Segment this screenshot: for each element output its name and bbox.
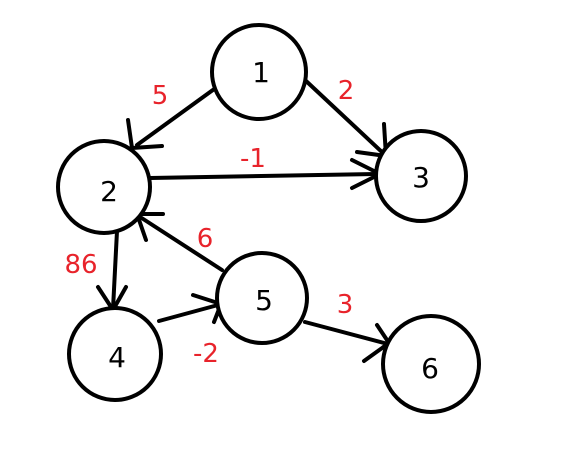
node-3-label: 3 <box>412 161 430 194</box>
edge-1-3 <box>303 78 385 155</box>
node-3-circle <box>374 129 468 223</box>
node-4-label: 4 <box>108 341 126 374</box>
edge-5-6 <box>303 320 390 346</box>
node-6: 6 <box>381 314 481 414</box>
node-4-circle <box>67 306 163 402</box>
node-1-label: 1 <box>252 56 270 89</box>
edge-2-3 <box>148 172 378 180</box>
weight-edge-5-2: 6 <box>197 224 214 254</box>
node-2-circle <box>56 139 152 235</box>
node-3: 3 <box>374 129 468 223</box>
node-1: 1 <box>210 23 308 121</box>
edge-2-4 <box>111 229 119 311</box>
node-5-circle <box>215 251 309 345</box>
weight-edge-2-3: -1 <box>240 144 266 174</box>
weight-edge-4-5: -2 <box>193 339 219 369</box>
weight-edge-1-3: 2 <box>338 76 355 106</box>
edge-5-2 <box>135 213 224 272</box>
node-1-circle <box>210 23 308 121</box>
node-4: 4 <box>67 306 163 402</box>
weight-edge-1-2: 5 <box>152 81 169 111</box>
node-5-label: 5 <box>255 284 273 317</box>
edge-4-5 <box>157 303 220 323</box>
node-5: 5 <box>215 251 309 345</box>
node-2-label: 2 <box>100 175 118 208</box>
node-2: 2 <box>56 139 152 235</box>
arrow-head-edge-1-2 <box>126 118 164 150</box>
node-6-circle <box>381 314 481 414</box>
weight-edge-5-6: 3 <box>337 290 354 320</box>
edge-1-2 <box>135 85 219 147</box>
weight-edge-2-4: 86 <box>64 250 97 280</box>
node-6-label: 6 <box>421 352 439 385</box>
